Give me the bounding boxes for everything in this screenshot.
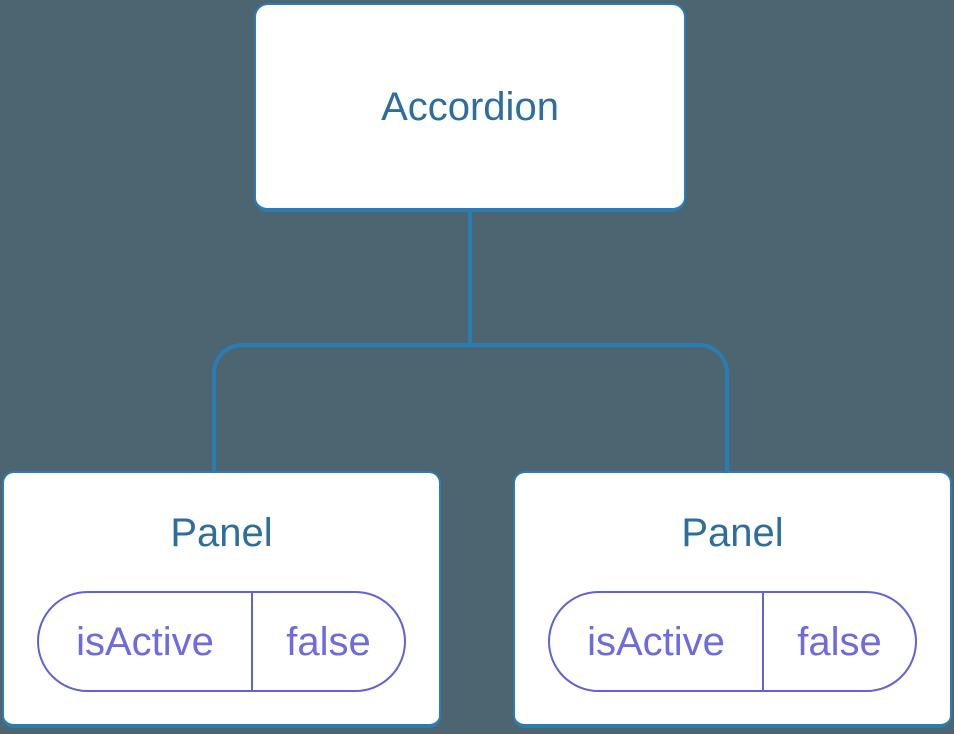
accordion-node-label: Accordion (381, 84, 559, 129)
panel-node-label: Panel (170, 511, 273, 555)
state-pill: isActive false (548, 591, 917, 692)
connector-bracket (212, 343, 729, 471)
state-pill: isActive false (37, 591, 406, 692)
connector-stem (468, 209, 472, 347)
state-key: isActive (550, 593, 764, 690)
component-node-panel-1: Panel isActive false (2, 471, 441, 728)
state-value: false (286, 619, 371, 664)
state-value: false (797, 619, 882, 664)
panel-node-label: Panel (681, 511, 784, 555)
component-node-panel-2: Panel isActive false (513, 471, 952, 728)
state-key: isActive (39, 593, 253, 690)
component-node-accordion: Accordion (254, 3, 686, 212)
